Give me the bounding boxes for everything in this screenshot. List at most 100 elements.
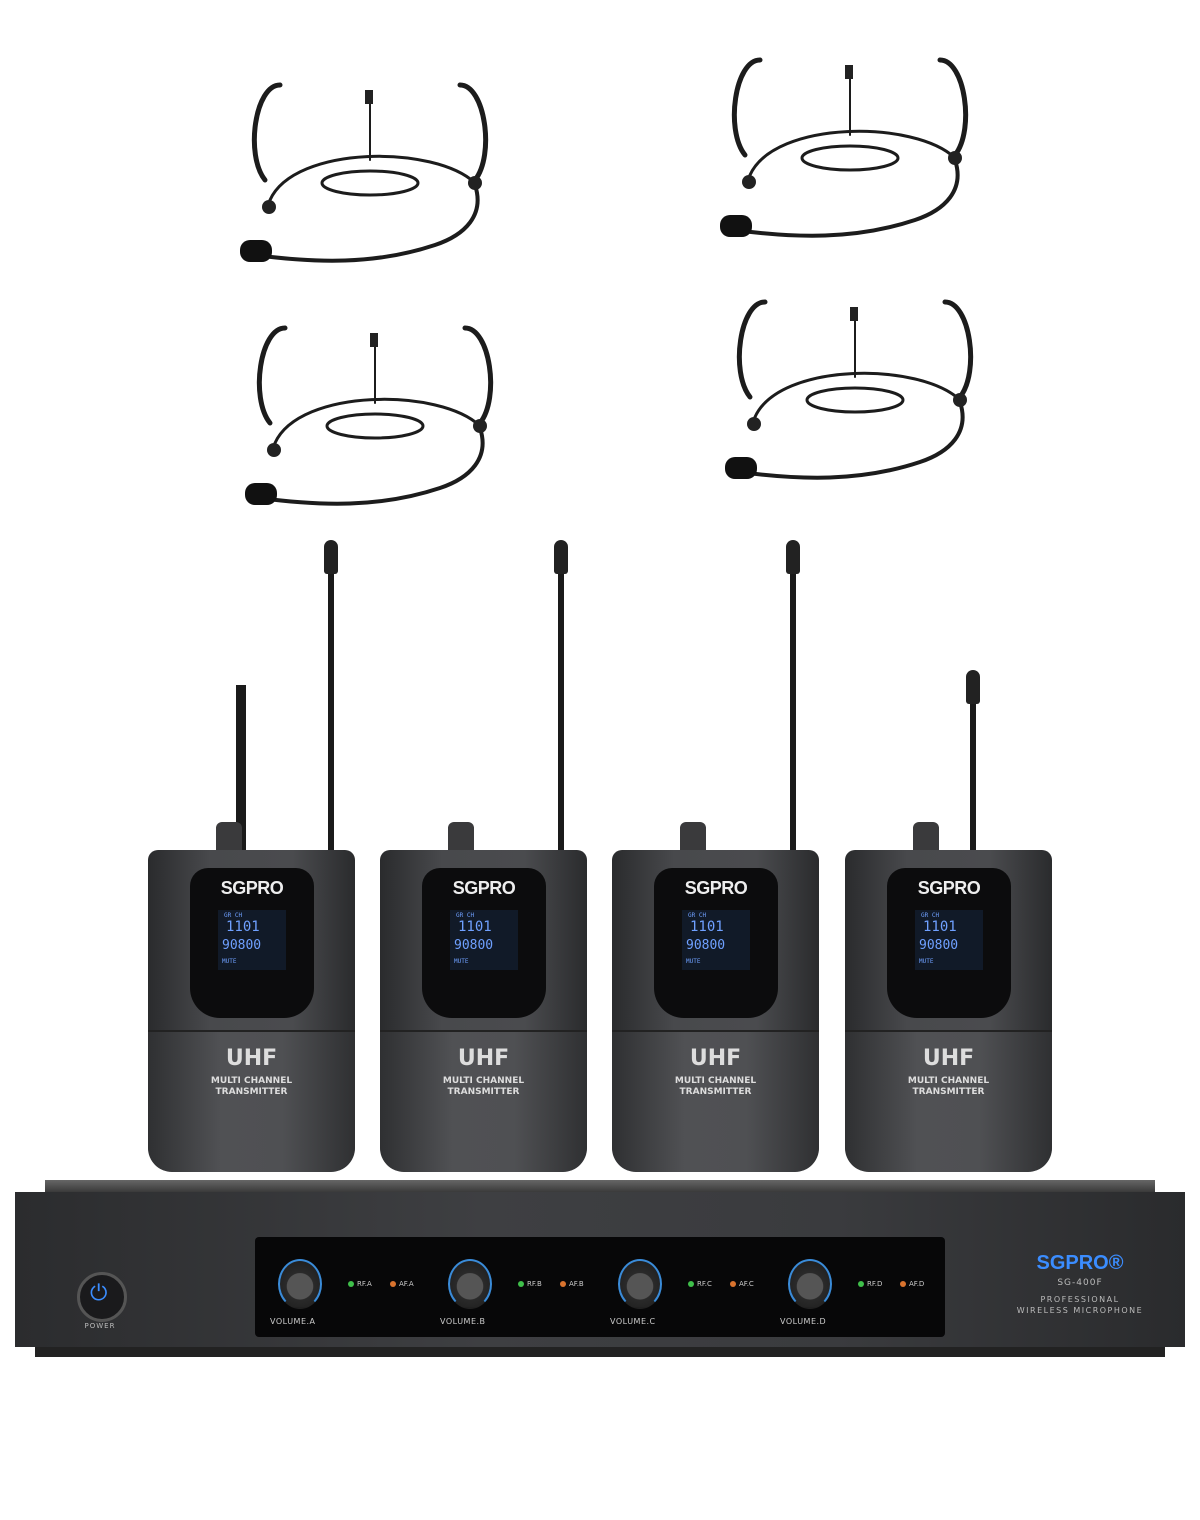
antenna-tip bbox=[966, 670, 980, 704]
volume-knob[interactable] bbox=[448, 1259, 492, 1309]
rf-indicator: RF.C bbox=[688, 1280, 712, 1288]
lcd-channel: 1101 bbox=[226, 919, 260, 935]
battery-cover bbox=[845, 1030, 1052, 1172]
antenna-tip bbox=[786, 540, 800, 574]
antenna bbox=[790, 550, 796, 850]
volume-label: VOLUME.A bbox=[270, 1317, 316, 1326]
transmitter-knob[interactable] bbox=[680, 822, 706, 852]
rf-label: RF.C bbox=[697, 1280, 712, 1288]
battery-cover bbox=[612, 1030, 819, 1172]
receiver: ⏻ POWER VOLUME.A RF.A AF.A VOLUME.B RF.B AF.B… bbox=[15, 1180, 1185, 1370]
receiver-base bbox=[35, 1347, 1165, 1357]
label-line: TRANSMITTER bbox=[912, 1087, 985, 1097]
lcd-labels: GR CH bbox=[688, 912, 707, 919]
label-line: MULTI CHANNEL bbox=[210, 1076, 293, 1086]
receiver-description: PROFESSIONAL WIRELESS MICROPHONE bbox=[990, 1294, 1170, 1316]
power-label: POWER bbox=[84, 1322, 116, 1330]
antenna-tip bbox=[554, 540, 568, 574]
af-label: AF.D bbox=[909, 1280, 925, 1288]
receiver-brand: SGPRO® bbox=[1036, 1252, 1124, 1274]
volume-label: VOLUME.C bbox=[610, 1317, 656, 1326]
antenna bbox=[970, 680, 976, 850]
label-line: TRANSMITTER bbox=[679, 1087, 752, 1097]
rf-label: RF.D bbox=[867, 1280, 883, 1288]
control-panel: VOLUME.A RF.A AF.A VOLUME.B RF.B AF.B VOLUME.C… bbox=[255, 1237, 945, 1337]
rf-label: RF.B bbox=[527, 1280, 542, 1288]
volume-label: VOLUME.D bbox=[780, 1317, 827, 1326]
transmitter-knob[interactable] bbox=[216, 822, 242, 852]
band-label: UHF bbox=[922, 1046, 975, 1071]
antenna-tip bbox=[324, 540, 338, 574]
headset-mic bbox=[715, 50, 975, 260]
label-line: MULTI CHANNEL bbox=[907, 1076, 990, 1086]
lcd-labels: GR CH bbox=[224, 912, 243, 919]
lcd-mode: MUTE bbox=[454, 958, 469, 965]
antenna bbox=[558, 550, 564, 850]
battery-cover bbox=[148, 1030, 355, 1172]
volume-knob[interactable] bbox=[278, 1259, 322, 1309]
rf-indicator: RF.D bbox=[858, 1280, 882, 1288]
af-label: AF.C bbox=[739, 1280, 754, 1288]
power-icon: ⏻ bbox=[90, 1281, 108, 1306]
lcd-frequency: 90800 bbox=[919, 938, 959, 953]
af-indicator: AF.B bbox=[560, 1280, 584, 1288]
power-button[interactable]: ⏻ bbox=[77, 1272, 127, 1322]
lcd-frequency: 90800 bbox=[454, 938, 494, 953]
channel-controls: VOLUME.A RF.A AF.A bbox=[260, 1237, 430, 1337]
headset-mic bbox=[240, 318, 500, 528]
transmitter-knob[interactable] bbox=[448, 822, 474, 852]
af-indicator: AF.D bbox=[900, 1280, 924, 1288]
desc-line: PROFESSIONAL bbox=[1040, 1295, 1120, 1304]
transmitter-brand: SGPRO bbox=[684, 878, 748, 898]
lcd-channel: 1101 bbox=[690, 919, 724, 935]
lcd-frequency: 90800 bbox=[222, 938, 262, 953]
rf-indicator: RF.A bbox=[348, 1280, 372, 1288]
af-label: AF.A bbox=[399, 1280, 414, 1288]
af-label: AF.B bbox=[569, 1280, 584, 1288]
headset-mic bbox=[720, 292, 980, 502]
battery-cover bbox=[380, 1030, 587, 1172]
band-label: UHF bbox=[225, 1046, 278, 1071]
lcd-frequency: 90800 bbox=[686, 938, 726, 953]
label-line: TRANSMITTER bbox=[215, 1087, 288, 1097]
label-line: MULTI CHANNEL bbox=[442, 1076, 525, 1086]
short-antenna bbox=[236, 685, 246, 850]
receiver-model: SG-400F bbox=[1057, 1278, 1103, 1288]
lcd-labels: GR CH bbox=[456, 912, 475, 919]
lcd-channel: 1101 bbox=[923, 919, 957, 935]
lcd-labels: GR CH bbox=[921, 912, 940, 919]
rf-indicator: RF.B bbox=[518, 1280, 542, 1288]
volume-label: VOLUME.B bbox=[440, 1317, 486, 1326]
channel-controls: VOLUME.B RF.B AF.B bbox=[430, 1237, 600, 1337]
transmitter-brand: SGPRO bbox=[917, 878, 981, 898]
receiver-top bbox=[45, 1180, 1155, 1192]
antenna bbox=[328, 550, 334, 850]
lcd-mode: MUTE bbox=[686, 958, 701, 965]
channel-controls: VOLUME.C RF.C AF.C bbox=[600, 1237, 770, 1337]
transmitter-knob[interactable] bbox=[913, 822, 939, 852]
transmitter-brand: SGPRO bbox=[220, 878, 284, 898]
volume-knob[interactable] bbox=[618, 1259, 662, 1309]
af-indicator: AF.C bbox=[730, 1280, 754, 1288]
headset-mic bbox=[235, 75, 495, 285]
volume-knob[interactable] bbox=[788, 1259, 832, 1309]
label-line: MULTI CHANNEL bbox=[674, 1076, 757, 1086]
transmitter-brand: SGPRO bbox=[452, 878, 516, 898]
lcd-mode: MUTE bbox=[222, 958, 237, 965]
band-label: UHF bbox=[457, 1046, 510, 1071]
desc-line: WIRELESS MICROPHONE bbox=[1016, 1306, 1144, 1315]
rf-label: RF.A bbox=[357, 1280, 372, 1288]
lcd-channel: 1101 bbox=[458, 919, 492, 935]
